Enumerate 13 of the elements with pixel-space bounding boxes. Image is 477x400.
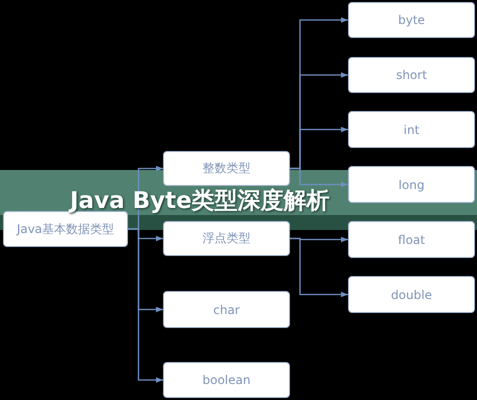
type-box: long [348, 166, 475, 203]
type-box: char [163, 291, 290, 328]
type-box: 整数类型 [163, 151, 290, 186]
type-box: float [348, 221, 475, 258]
arrow [290, 168, 348, 188]
arrow [128, 228, 163, 383]
type-box: short [348, 57, 475, 93]
type-box: double [348, 276, 475, 313]
type-box: byte [348, 2, 475, 38]
arrow [290, 238, 348, 298]
type-box: 浮点类型 [163, 221, 290, 256]
type-box: int [348, 111, 475, 148]
type-box: boolean [163, 362, 290, 398]
